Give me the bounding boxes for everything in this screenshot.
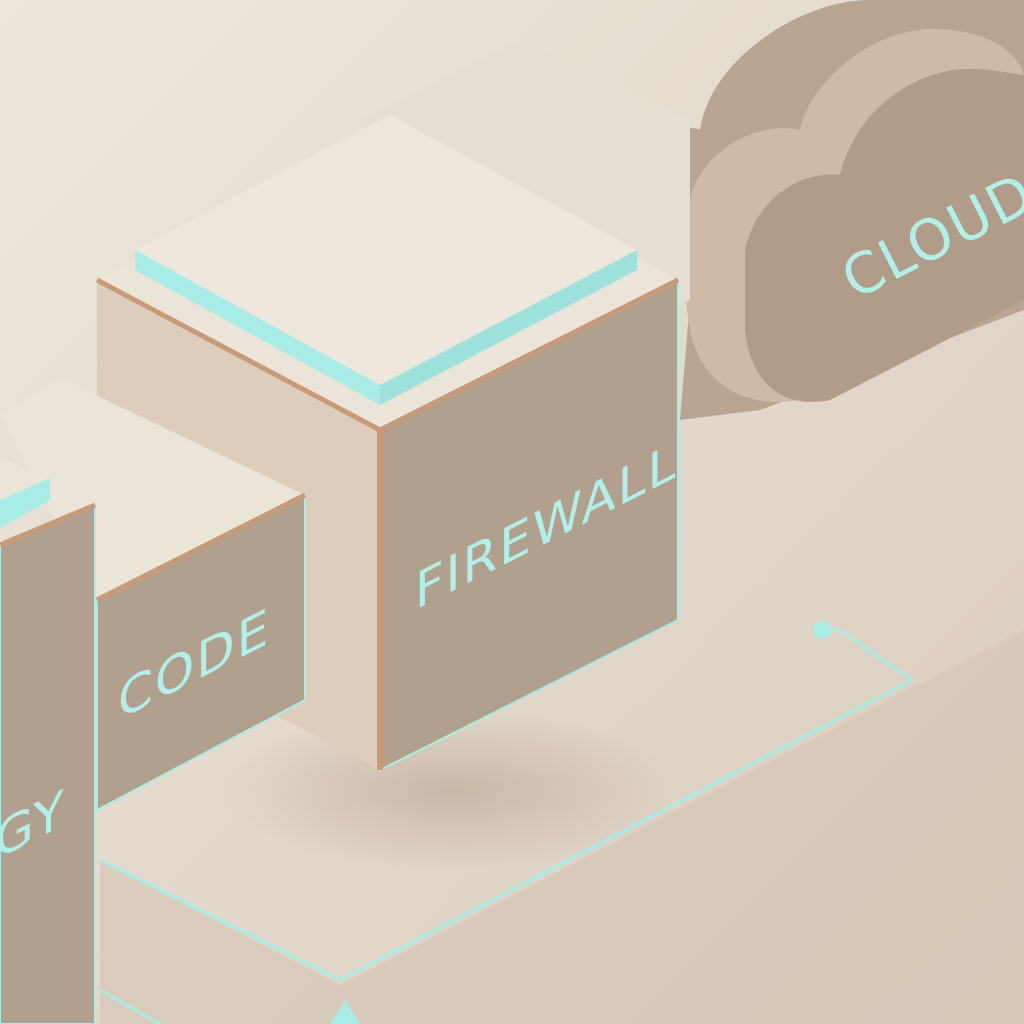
firewall-plate-edge <box>135 250 380 405</box>
circuit-node <box>330 1000 360 1024</box>
circuit-trace <box>99 988 161 1024</box>
circuit-node <box>813 621 831 639</box>
firewall-plate-top <box>135 115 637 385</box>
left-box-edge <box>0 502 96 548</box>
firewall-cube: FIREWALL <box>95 115 680 772</box>
cloud-shape: CLOUD <box>610 0 1024 420</box>
left-box-top <box>0 455 45 505</box>
firewall-plate-edge <box>380 250 637 405</box>
floor-platform <box>100 630 1024 1024</box>
left-box-face <box>0 503 96 1024</box>
left-box-plate <box>0 478 50 528</box>
left-partial-box: GY <box>0 455 96 1024</box>
circuit-trace <box>99 628 915 982</box>
code-edge <box>95 492 307 603</box>
cube-shadow <box>220 710 680 870</box>
circuit-lines <box>99 621 915 1024</box>
cloud-front <box>745 68 1024 402</box>
